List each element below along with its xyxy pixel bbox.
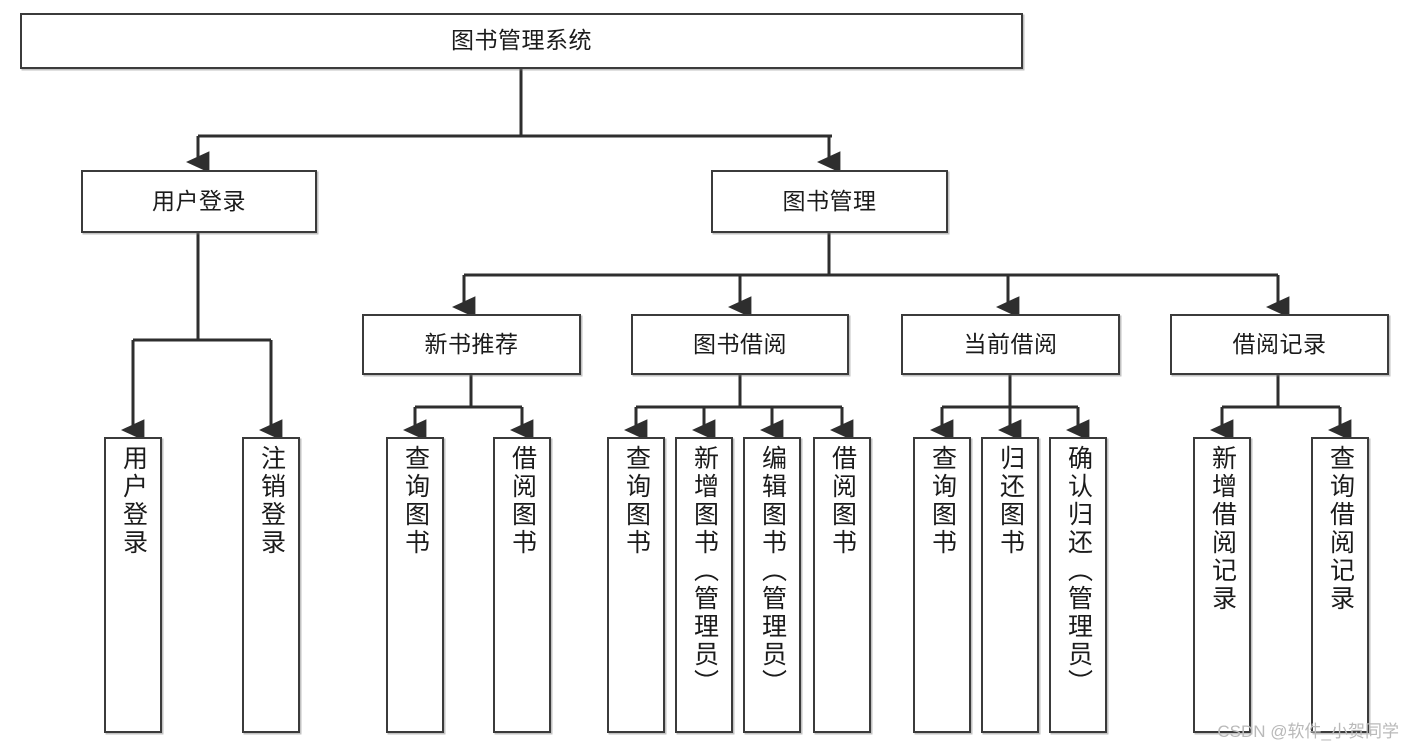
node-user-login-label: 用户登录 [152, 187, 246, 214]
node-root-label: 图书管理系统 [451, 27, 592, 54]
node-book-borrow-label: 图书借阅 [693, 330, 787, 357]
leaf-query-book-2-label: 查询图书 [622, 445, 651, 557]
leaf-return-book[interactable]: 归还图书 [981, 437, 1039, 733]
node-borrow-record[interactable]: 借阅记录 [1170, 314, 1389, 375]
leaf-logout[interactable]: 注销登录 [242, 437, 300, 733]
leaf-user-login-label: 用户登录 [119, 445, 148, 557]
node-book-manage[interactable]: 图书管理 [711, 170, 948, 233]
leaf-user-login[interactable]: 用户登录 [104, 437, 162, 733]
leaf-add-book[interactable]: 新增图书（管理员） [675, 437, 733, 733]
leaf-query-record[interactable]: 查询借阅记录 [1311, 437, 1369, 733]
leaf-query-record-label: 查询借阅记录 [1326, 445, 1355, 613]
node-user-login[interactable]: 用户登录 [81, 170, 317, 233]
leaf-edit-book[interactable]: 编辑图书（管理员） [743, 437, 801, 733]
node-borrow-record-label: 借阅记录 [1232, 330, 1327, 357]
leaf-logout-label: 注销登录 [257, 445, 286, 557]
leaf-add-book-label: 新增图书（管理员） [690, 445, 719, 697]
leaf-add-record-label: 新增借阅记录 [1208, 445, 1237, 613]
leaf-add-record[interactable]: 新增借阅记录 [1193, 437, 1251, 733]
leaf-borrow-book-2-label: 借阅图书 [828, 445, 857, 557]
node-new-book-rec[interactable]: 新书推荐 [362, 314, 581, 375]
leaf-borrow-book-1-label: 借阅图书 [508, 445, 537, 557]
node-current-borrow-label: 当前借阅 [963, 330, 1058, 357]
leaf-query-book-1-label: 查询图书 [401, 445, 430, 557]
leaf-return-book-label: 归还图书 [996, 445, 1025, 557]
leaf-edit-book-label: 编辑图书（管理员） [758, 445, 787, 697]
leaf-query-book-2[interactable]: 查询图书 [607, 437, 665, 733]
leaf-query-book-3[interactable]: 查询图书 [913, 437, 971, 733]
leaf-confirm-return[interactable]: 确认归还（管理员） [1049, 437, 1107, 733]
node-new-book-rec-label: 新书推荐 [424, 330, 519, 357]
leaf-query-book-3-label: 查询图书 [928, 445, 957, 557]
leaf-query-book-1[interactable]: 查询图书 [386, 437, 444, 733]
node-current-borrow[interactable]: 当前借阅 [901, 314, 1120, 375]
node-book-borrow[interactable]: 图书借阅 [631, 314, 849, 375]
leaf-borrow-book-2[interactable]: 借阅图书 [813, 437, 871, 733]
leaf-borrow-book-1[interactable]: 借阅图书 [493, 437, 551, 733]
node-root[interactable]: 图书管理系统 [20, 13, 1023, 69]
node-book-manage-label: 图书管理 [782, 187, 877, 214]
leaf-confirm-return-label: 确认归还（管理员） [1064, 445, 1093, 697]
